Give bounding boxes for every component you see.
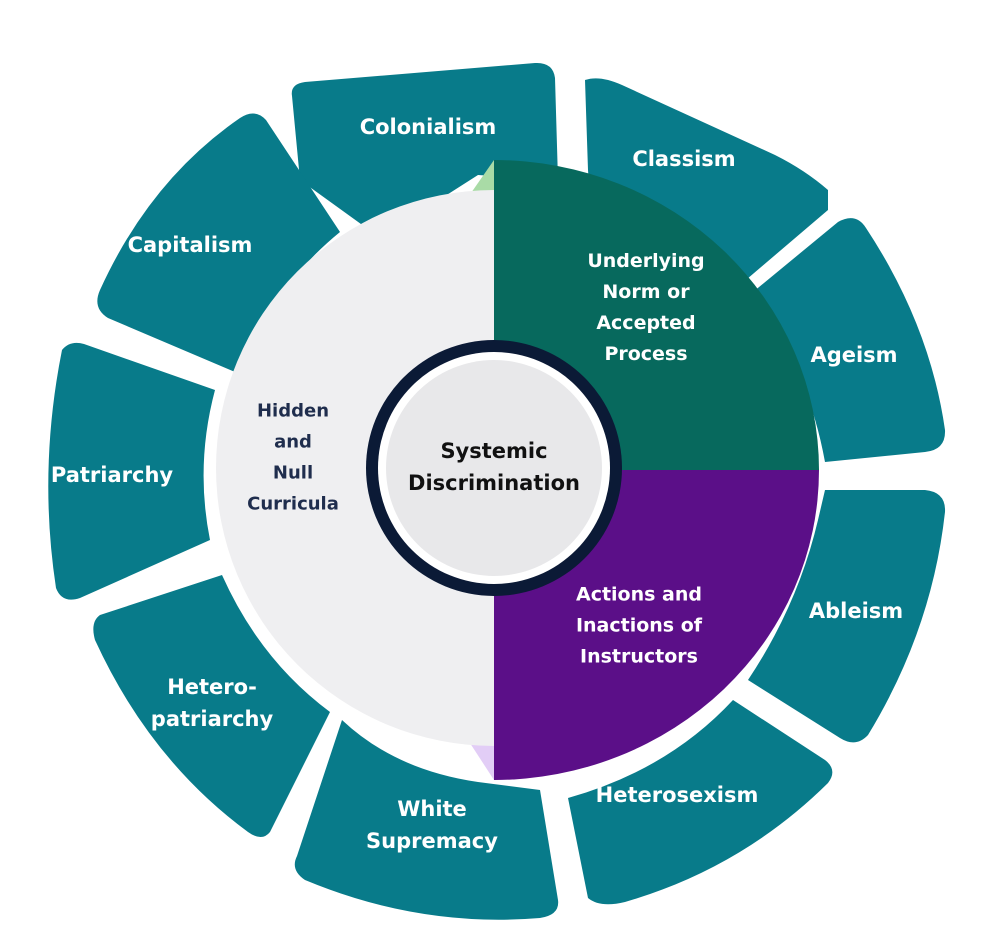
inner-segment-hidden-curricula: [216, 190, 494, 746]
outer-label-white-supremacy-line: Supremacy: [366, 829, 498, 853]
outer-label-capitalism: Capitalism: [128, 233, 253, 257]
outer-label-patriarchy-line: Patriarchy: [51, 463, 174, 487]
outer-segment-heterosexism: [568, 700, 833, 905]
outer-label-white-supremacy-line: White: [397, 797, 467, 821]
outer-segment-classism: [585, 78, 828, 285]
center-label-line: Systemic: [440, 439, 547, 463]
outer-segment-ageism: [753, 218, 946, 462]
outer-label-capitalism-line: Capitalism: [128, 233, 253, 257]
inner-label-actions-line: Instructors: [580, 646, 698, 668]
outer-label-heterosexism-line: Heterosexism: [596, 783, 759, 807]
outer-ring: [48, 62, 946, 920]
inner-label-underlying-line: Underlying: [587, 250, 704, 272]
center-circle: [386, 360, 602, 576]
outer-label-colonialism-line: Colonialism: [360, 115, 497, 139]
inner-label-underlying-line: Norm or: [602, 281, 690, 303]
inner-label-hidden-line: Hidden: [257, 401, 329, 422]
inner-label-hidden-line: and: [274, 432, 312, 453]
outer-label-hetero-patriarchy-line: Hetero-: [167, 675, 257, 699]
outer-segment-ableism: [748, 490, 946, 743]
labels: ColonialismClassismAgeismAbleismHeterose…: [51, 115, 903, 853]
outer-segment-hetero-patriarchy: [93, 575, 330, 837]
inner-label-hidden-line: Curricula: [247, 494, 339, 515]
outer-label-hetero-patriarchy-line: patriarchy: [151, 707, 274, 731]
inner-label-underlying-line: Process: [604, 343, 687, 365]
outer-label-ageism: Ageism: [810, 343, 897, 367]
inner-label-actions-line: Inactions of: [576, 615, 703, 637]
outer-label-colonialism: Colonialism: [360, 115, 497, 139]
outer-label-hetero-patriarchy: Hetero-patriarchy: [151, 675, 274, 731]
outer-label-classism-line: Classism: [632, 147, 735, 171]
outer-label-classism: Classism: [632, 147, 735, 171]
inner-label-underlying-line: Accepted: [596, 312, 695, 334]
outer-label-patriarchy: Patriarchy: [51, 463, 174, 487]
inner-label-hidden-line: Null: [273, 463, 313, 484]
outer-segment-patriarchy: [48, 342, 216, 600]
outer-label-heterosexism: Heterosexism: [596, 783, 759, 807]
outer-label-ageism-line: Ageism: [810, 343, 897, 367]
inner-label-actions-line: Actions and: [576, 584, 702, 606]
outer-label-ableism-line: Ableism: [809, 599, 903, 623]
outer-label-ableism: Ableism: [809, 599, 903, 623]
outer-segment-white-supremacy: [294, 720, 559, 920]
outer-segment-colonialism: [291, 62, 558, 234]
outer-segment-capitalism: [97, 113, 340, 373]
center-label-line: Discrimination: [408, 471, 580, 495]
